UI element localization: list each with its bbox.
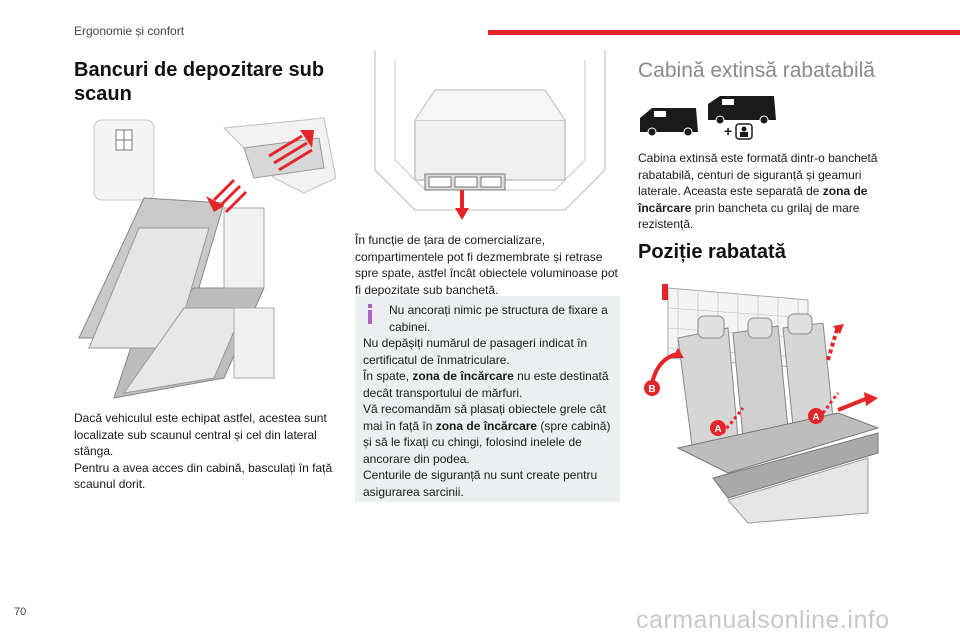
note-line-4a: Vă recomandăm să plasați obiectele grele… (363, 402, 606, 433)
page-number: 70 (14, 606, 27, 618)
label-a-left: A (714, 424, 721, 435)
underseat-storage-illustration (74, 108, 336, 404)
right-paragraph-a: Cabina extinsă este formată dintr-o banc… (638, 151, 878, 198)
left-paragraph-2: Pentru a avea acces din cabină, basculaț… (74, 460, 333, 492)
title-line-2: scaun (74, 83, 132, 105)
subtitle-block: Poziție rabatată (638, 240, 900, 264)
note-line-3c: nu este destinată decât transportului de… (363, 369, 609, 400)
section-title-underseat: Bancuri de depozitare sub scaun (74, 58, 336, 106)
section-title-cabin: Cabină extinsă rabatabilă (638, 59, 875, 82)
watermark: carmanualsonline.info (636, 606, 890, 634)
right-text: Cabina extinsă este formată dintr-o banc… (638, 150, 900, 233)
label-a-right: A (812, 412, 819, 423)
folded-bench-illustration: B A A (638, 278, 900, 540)
section-subtitle-folded: Poziție rabatată (638, 241, 786, 263)
note-text: Nu ancorați nimic pe structura de fixare… (363, 302, 613, 500)
label-b: B (648, 384, 655, 395)
right-column: Cabină extinsă rabatabilă (638, 58, 900, 84)
header-section-title: Ergonomie și confort (74, 24, 185, 38)
van-models-illustration (640, 96, 776, 140)
left-paragraph-1: Dacă vehiculul este echipat astfel, aces… (74, 411, 327, 458)
middle-text: În funcție de țara de comercializare, co… (355, 232, 620, 298)
info-icon (368, 304, 372, 324)
left-text: Dacă vehiculul este echipat astfel, aces… (74, 410, 336, 493)
note-line-5: Centurile de siguranță nu sunt create pe… (363, 468, 598, 499)
header-accent-bar (488, 30, 960, 35)
badge-plus: + (724, 123, 733, 139)
warning-note-box: Nu ancorați nimic pe structura de fixare… (355, 296, 620, 502)
note-line-4c: (spre cabină) și să le fixați cu chingi,… (363, 418, 611, 466)
right-paragraph-c: prin bancheta cu grilaj de mare rezisten… (638, 200, 860, 232)
note-line-2: Nu depășiți numărul de pasageri indicat … (363, 336, 588, 367)
right-paragraph-b: zona de încărcare (638, 184, 868, 215)
note-line-3a: În spate, (363, 369, 413, 383)
middle-paragraph: În funcție de țara de comercializare, co… (355, 233, 618, 297)
note-line-4b: zona de încărcare (435, 418, 538, 433)
removable-compartment-illustration (355, 50, 620, 226)
note-line-3b: zona de încărcare (412, 369, 514, 383)
left-column: Bancuri de depozitare sub scaun (74, 58, 336, 106)
note-line-1: Nu ancorați nimic pe structura de fixare… (389, 303, 608, 334)
title-line-1: Bancuri de depozitare sub (74, 59, 325, 81)
right-paragraph: Cabina extinsă este formată dintr-o banc… (638, 150, 900, 233)
